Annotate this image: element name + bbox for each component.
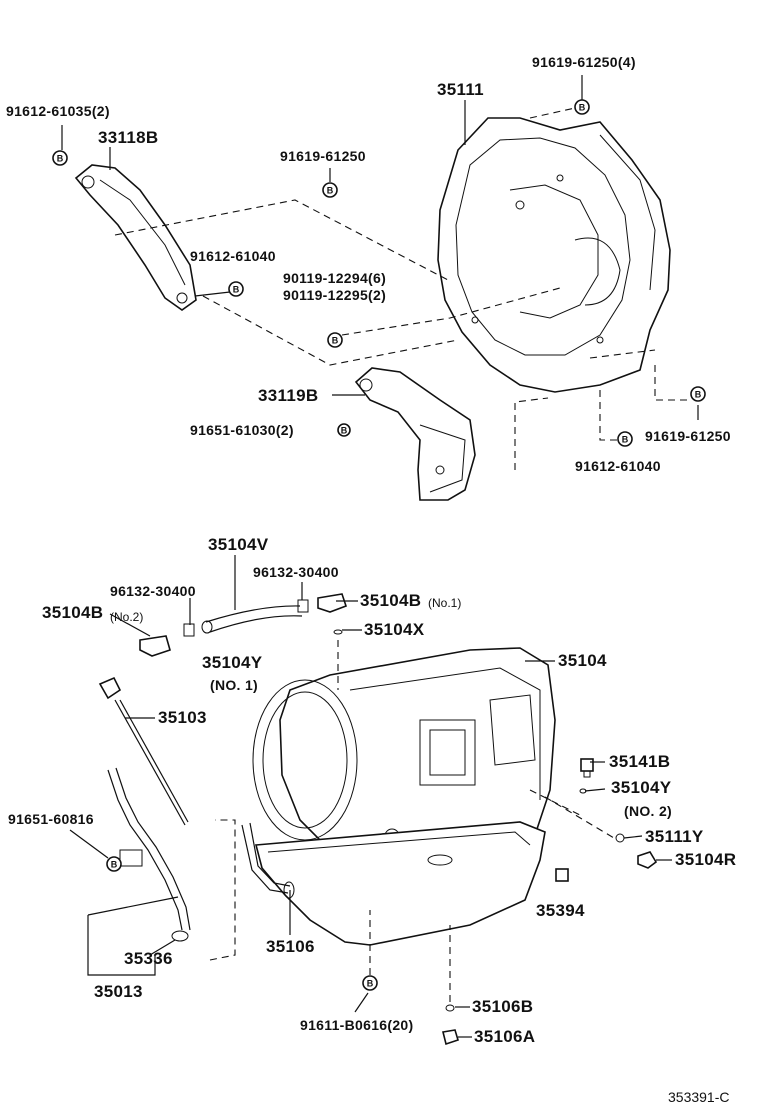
svg-text:B: B [367,979,374,989]
label-35103: 35103 [158,708,207,727]
label-96132-30400-b: 96132-30400 [253,564,339,580]
bolt-marker: B [327,332,343,348]
label-35111: 35111 [437,80,484,99]
bolt-marker: B [52,150,68,166]
bolt-markers: B B B B B B B B B B [52,99,706,991]
label-91619-61250-4: 91619-61250(4) [532,54,636,70]
label-91612-61035-2: 91612-61035(2) [6,103,110,119]
svg-text:B: B [327,186,334,196]
label-35104b-no2: 35104B [42,603,104,622]
bolt-marker: B [106,856,122,872]
bolt-marker: B [322,182,338,198]
svg-text:B: B [332,336,339,346]
label-35104v: 35104V [208,535,269,554]
label-33119b: 33119B [258,386,319,405]
svg-text:B: B [579,103,586,113]
breather-hose-drawing [139,593,348,657]
dipstick-drawing [98,676,189,826]
svg-text:B: B [57,154,64,164]
dashed-lines [114,107,690,1002]
label-35104: 35104 [558,651,607,670]
label-35106b: 35106B [472,997,534,1016]
label-91612-61040-a: 91612-61040 [190,248,276,264]
bell-housing-drawing [437,117,671,393]
label-no2-small: (No.2) [110,610,144,624]
bolt-marker: B [690,386,706,402]
label-91612-61040-b: 91612-61040 [575,458,661,474]
label-91651-61030-2: 91651-61030(2) [190,422,294,438]
label-90119-12295: 90119-12295(2) [283,287,387,303]
label-no1-small: (No.1) [428,596,462,610]
label-91651-60816: 91651-60816 [8,811,94,827]
oil-pan-drawing [254,821,546,946]
label-91619-61250-b: 91619-61250 [645,428,731,444]
bolt-marker: B [617,431,633,447]
label-33118b: 33118B [98,128,159,147]
label-35013: 35013 [94,982,143,1001]
bolt-marker: B [574,99,590,115]
label-90119-12294: 90119-12294(6) [283,270,387,286]
label-35336: 35336 [124,949,173,968]
label-35104b-no1: 35104B [360,591,422,610]
bracket-33119b-drawing [354,367,476,501]
svg-text:B: B [233,285,240,295]
bolt-marker: B [228,281,244,297]
label-91619-61250-a: 91619-61250 [280,148,366,164]
svg-text:B: B [622,435,629,445]
tube-hose-drawing [241,822,295,899]
bracket-33118b-drawing [74,164,197,311]
label-35141b: 35141B [609,752,671,771]
svg-text:B: B [111,860,118,870]
bolt-marker: B [362,975,378,991]
label-96132-30400-a: 96132-30400 [110,583,196,599]
label-35104y-2: 35104Y [611,778,672,797]
reference-code: 353391-C [668,1089,730,1105]
label-35111y: 35111Y [645,827,704,846]
label-35104y-1: 35104Y [202,653,263,672]
label-35104r: 35104R [675,850,737,869]
label-no1-paren: (NO. 1) [210,677,258,693]
label-35106a: 35106A [474,1027,536,1046]
bolt-marker: B [337,423,351,437]
label-35104x: 35104X [364,620,425,639]
label-35106: 35106 [266,937,315,956]
label-91611-b0616: 91611-B0616(20) [300,1017,414,1033]
label-no2-paren: (NO. 2) [624,803,672,819]
svg-text:B: B [695,390,702,400]
svg-text:B: B [341,426,348,436]
filler-tube-drawing [107,767,191,942]
label-35394: 35394 [536,901,585,920]
leader-lines [61,75,699,1038]
